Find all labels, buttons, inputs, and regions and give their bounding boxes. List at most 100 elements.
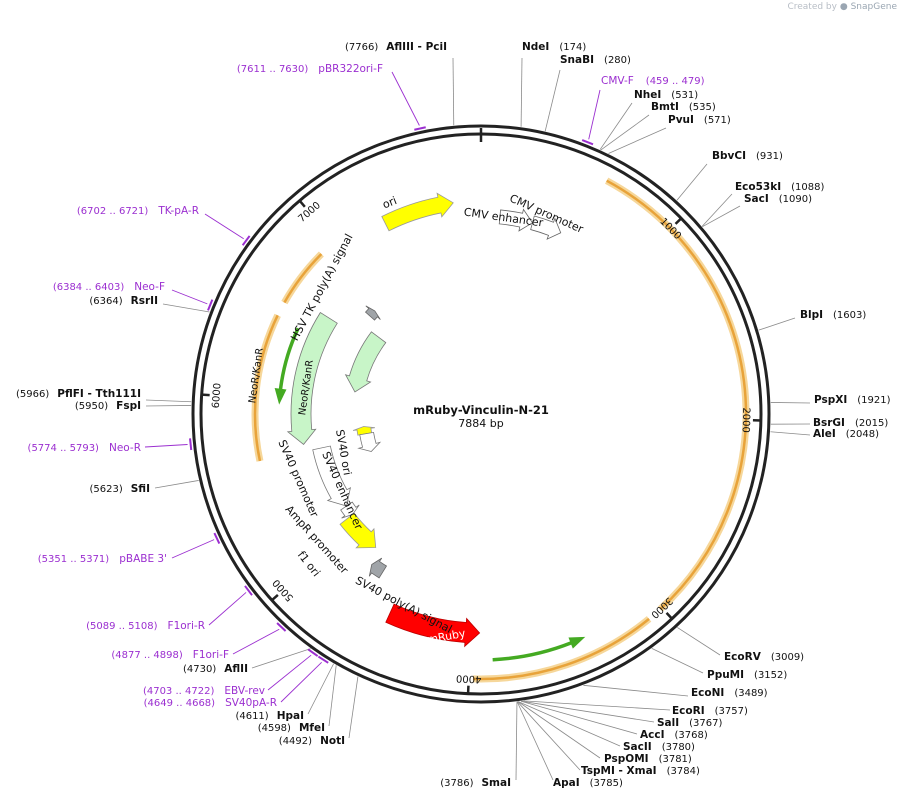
site-position: (174) [559,42,586,53]
leader-hpai [307,663,334,715]
site-name: PpuMI [707,669,744,681]
primer-neo-r: Neo-R(5774 .. 5793) [28,442,141,454]
site-position: (3785) [590,778,623,789]
primer-pbabe-3: pBABE 3'(5351 .. 5371) [38,553,167,565]
site-snabi: SnaBI(280) [560,54,631,66]
site-bsrgi: BsrGI(2015) [813,417,888,429]
site-position: (4598) [258,723,291,734]
leader-acci [520,700,638,735]
site-alei: AleI(2048) [813,428,879,440]
leader-alei [770,431,811,436]
site-position: (4611) [235,711,268,722]
primer-site-mark [241,235,251,246]
site-position: (3152) [754,670,787,681]
primer-leader-sv40pa-r [280,661,322,703]
site-position: (3489) [734,688,767,699]
site-name: AflII [224,663,248,675]
plasmid-length: 7884 bp [458,417,503,430]
site-name: NdeI [522,41,549,53]
site-name: HpaI [277,710,304,722]
feature-neor-kanr-5 [344,331,387,393]
primer-leader-f1ori-f [232,628,280,655]
leader-pvui [608,127,667,154]
primer-leader-pbr322ori-f [391,71,420,126]
site-position: (4492) [279,736,312,747]
site-sali: SalI(3767) [657,717,723,729]
leader-layer [144,57,811,781]
primer-site-mark [317,655,329,664]
site-pflfi-tth111i: PflFI - Tth111I(5966) [16,388,141,400]
leader-pspomi [517,701,601,759]
leader-blpi [758,317,796,331]
site-smai: SmaI(3786) [440,777,511,789]
leader-eco53ki [701,193,733,227]
site-position: (3780) [662,742,695,753]
site-name: SacII [623,741,652,753]
site-name: AleI [813,428,836,440]
site-ecori: EcoRI(3757) [672,705,748,717]
primer-leader-tk-pa-r [204,213,244,240]
site-name: AccI [640,729,664,741]
leader-snabi [544,69,561,132]
feature-sv40-enhancer-7 [357,431,382,452]
primer-position: (4649 .. 4668) [144,698,216,709]
site-name: ApaI [553,777,580,789]
feature-orange-bottom [472,617,650,681]
primer-position: (6384 .. 6403) [53,282,125,293]
primer-cmv-f: CMV-F(459 .. 479) [601,75,705,87]
site-position: (280) [604,55,631,66]
leader-afliii-pcii [452,57,455,126]
tick-label-6000: 6000 [211,383,224,409]
site-sfii: SfiI(5623) [89,483,150,495]
leader-ecorv [677,627,721,656]
site-name: EcoNI [691,687,724,699]
primer-site-mark [207,299,214,311]
feature-label-ori: ori [381,194,399,211]
leader-nhei [599,102,633,150]
feature-sv40-polya-box [368,557,388,579]
site-position: (535) [689,102,716,113]
primer-name: EBV-rev [224,685,265,697]
site-name: PspXI [814,394,847,406]
site-name: BbvCI [712,150,746,162]
site-name: PvuI [668,114,694,126]
primer-tk-pa-r: TK-pA-R(6702 .. 6721) [77,205,199,217]
feature-hsv-tk-polya-box [364,305,381,321]
site-position: (1921) [857,395,890,406]
primer-position: (4877 .. 4898) [111,650,183,661]
site-position: (3009) [771,652,804,663]
primer-name: F1ori-R [168,620,205,632]
primer-name: F1ori-F [193,649,229,661]
credit-prefix: Created by [787,2,837,12]
site-mfei: MfeI(4598) [258,722,325,734]
primer-position: (6702 .. 6721) [77,206,149,217]
feature-mruby-12 [385,603,481,648]
site-tspmi-xmai: TspMI - XmaI(3784) [581,765,700,777]
site-name: SmaI [482,777,512,789]
site-bbvci: BbvCI(931) [712,150,783,162]
site-hpai: HpaI (4611) [235,710,304,722]
site-nhei: NheI(531) [634,89,698,101]
site-afliii-pcii: AflIII - PciI(7766) [345,41,447,53]
backbone-outer-ring [191,124,771,704]
site-pvui: PvuI(571) [668,114,731,126]
feature-f1-ori-10 [339,512,377,549]
site-acci: AccI(3768) [640,729,708,741]
feature-orange-left-upper [283,253,323,304]
site-position: (3767) [689,718,722,729]
site-blpi: BlpI(1603) [800,309,866,321]
feature-label-neor-kanr-outer: NeoR/KanR [247,347,266,404]
site-position: (3781) [659,754,692,765]
leader-tspmi-xmai [517,701,581,771]
site-name: PflFI - Tth111I [57,388,141,400]
leader-noti [348,676,359,739]
primer-site-mark [213,532,221,545]
site-name: RsrII [131,295,158,307]
leader-econi [583,684,689,697]
snapgene-credit: Created by ● SnapGene [787,2,897,12]
primer-position: (7611 .. 7630) [237,64,309,75]
tick-5000 [271,593,279,602]
leader-pspxi [770,402,811,404]
site-position: (1088) [791,182,824,193]
site-name: BmtI [651,101,679,113]
